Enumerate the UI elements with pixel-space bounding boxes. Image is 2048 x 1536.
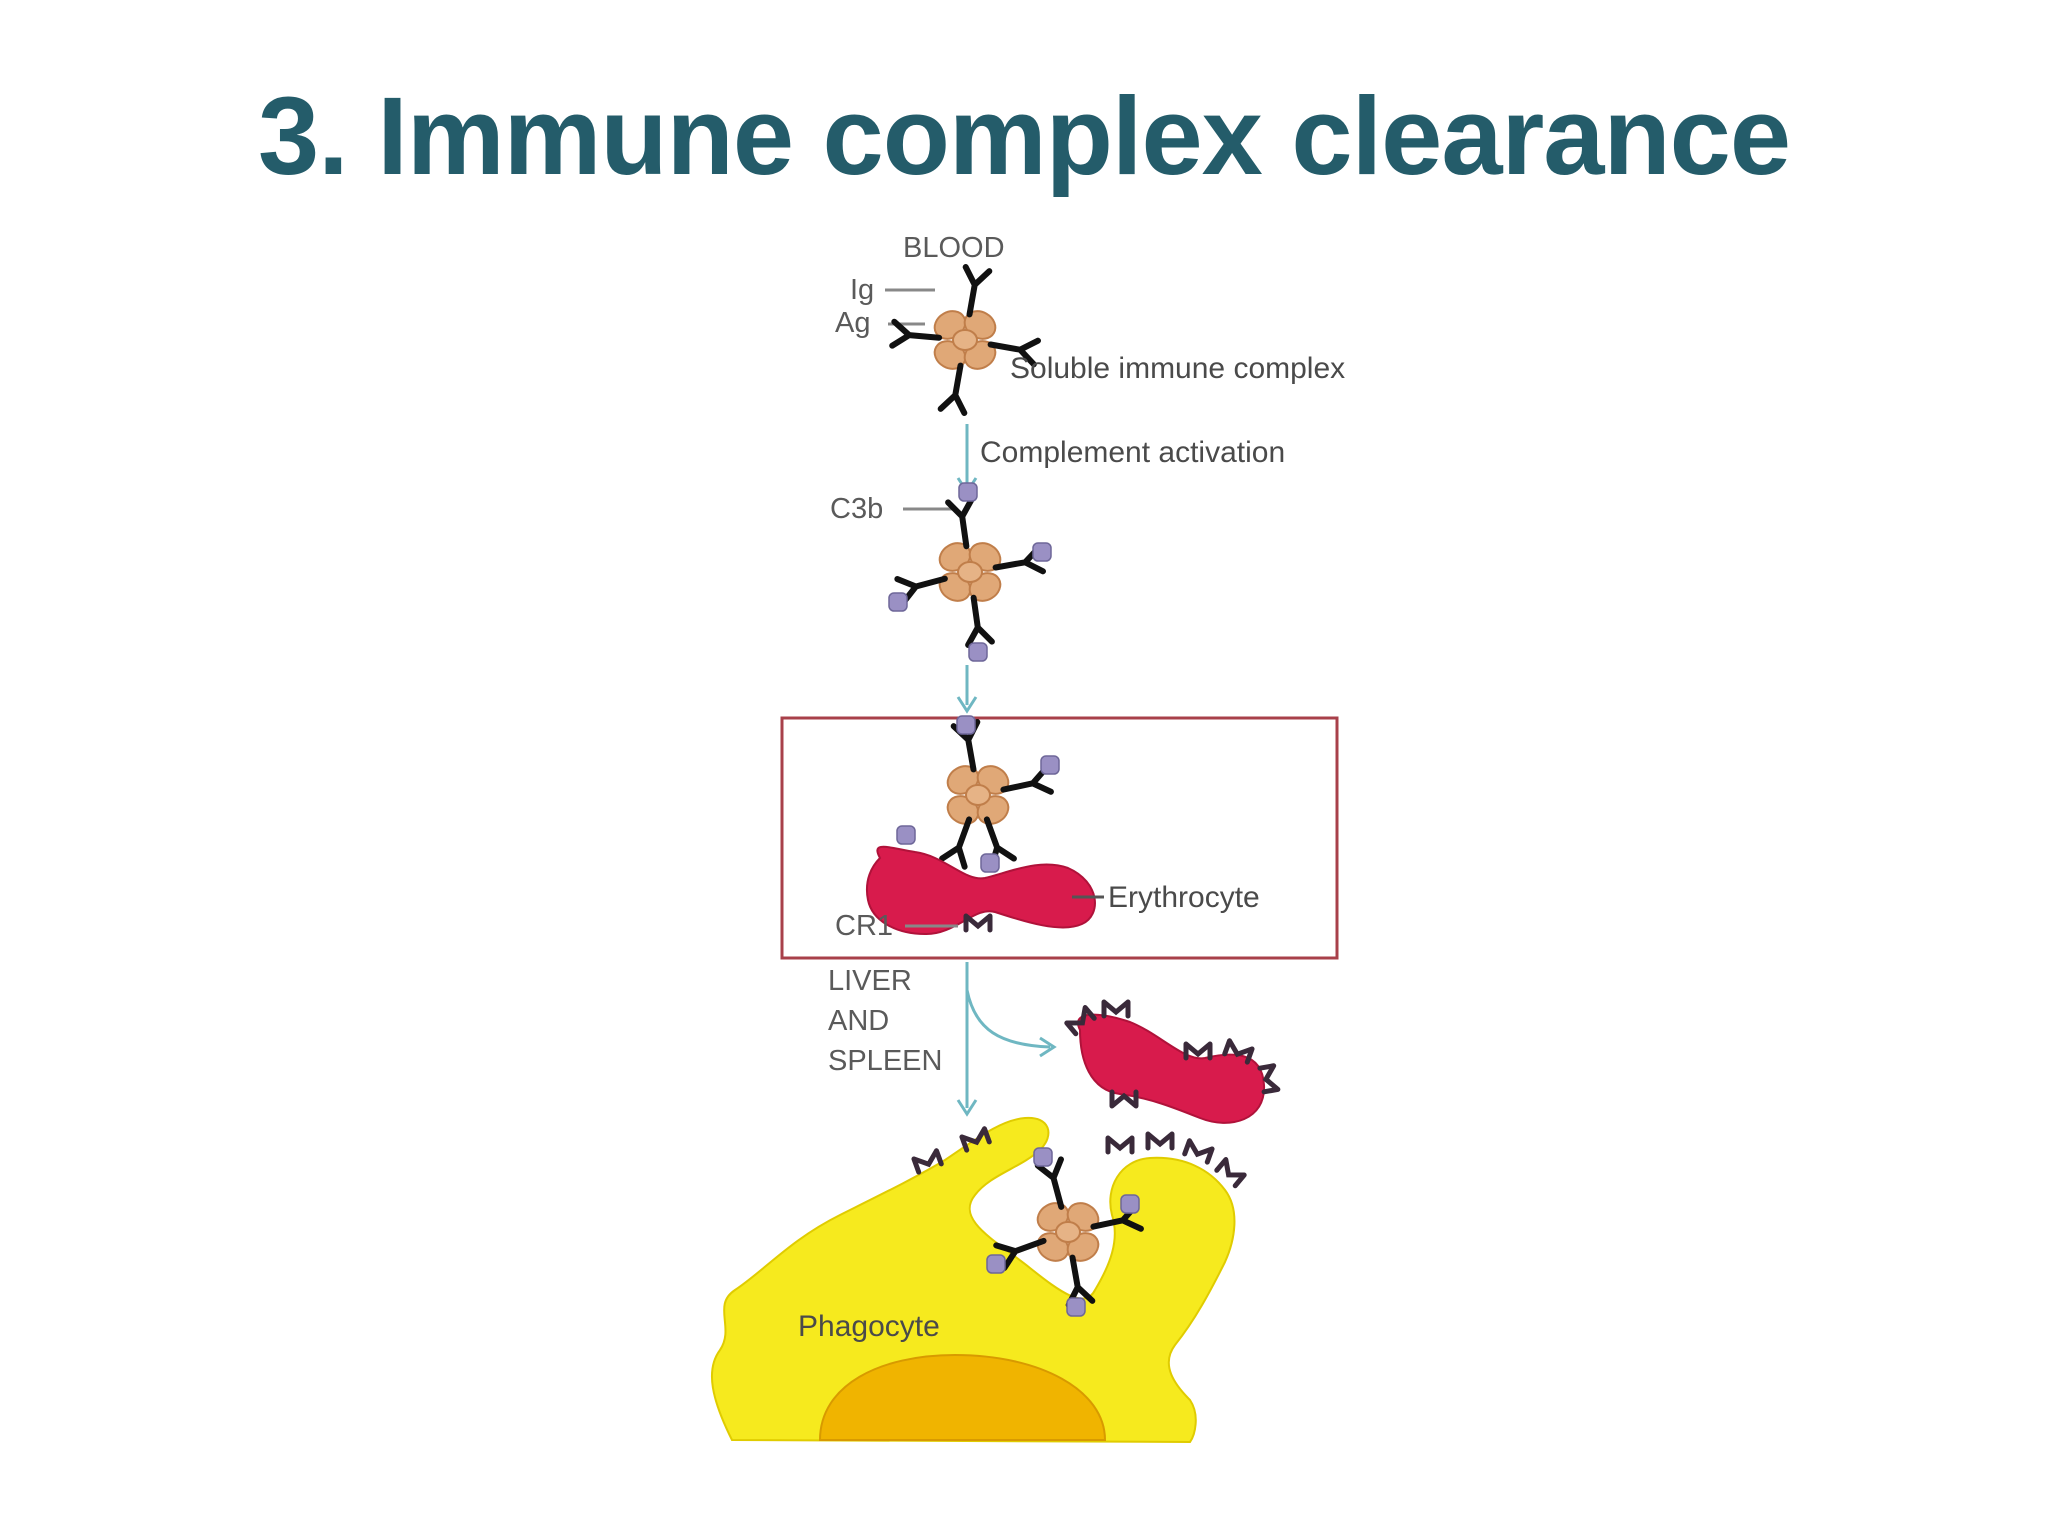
delivery-arrows (956, 962, 1057, 1117)
bound-complex (896, 715, 1060, 873)
blood-label: BLOOD (903, 232, 1005, 264)
soluble-complex-label: Soluble immune complex (1010, 352, 1345, 385)
phagocyte-nucleus (818, 1353, 1107, 1441)
ag-label: Ag (835, 307, 870, 339)
slide-title: 3. Immune complex clearance (257, 75, 1791, 198)
phagocyte-label: Phagocyte (798, 1310, 940, 1343)
complement-arrow (956, 424, 978, 495)
released-erythrocyte (1067, 1002, 1278, 1124)
erythrocyte-binding-box (780, 716, 1339, 960)
c3b-label: C3b (830, 493, 883, 525)
liver-label: LIVER (828, 965, 912, 997)
and-label: AND (828, 1005, 889, 1037)
erythrocyte-label: Erythrocyte (1108, 881, 1260, 914)
binding-arrow (956, 665, 978, 714)
phagocyte (710, 1116, 1244, 1444)
spleen-label: SPLEEN (828, 1045, 942, 1077)
ig-label: Ig (850, 274, 874, 306)
complement-activation-label: Complement activation (980, 436, 1285, 469)
erythrocyte (866, 845, 1096, 936)
cr1-label: CR1 (835, 910, 893, 942)
